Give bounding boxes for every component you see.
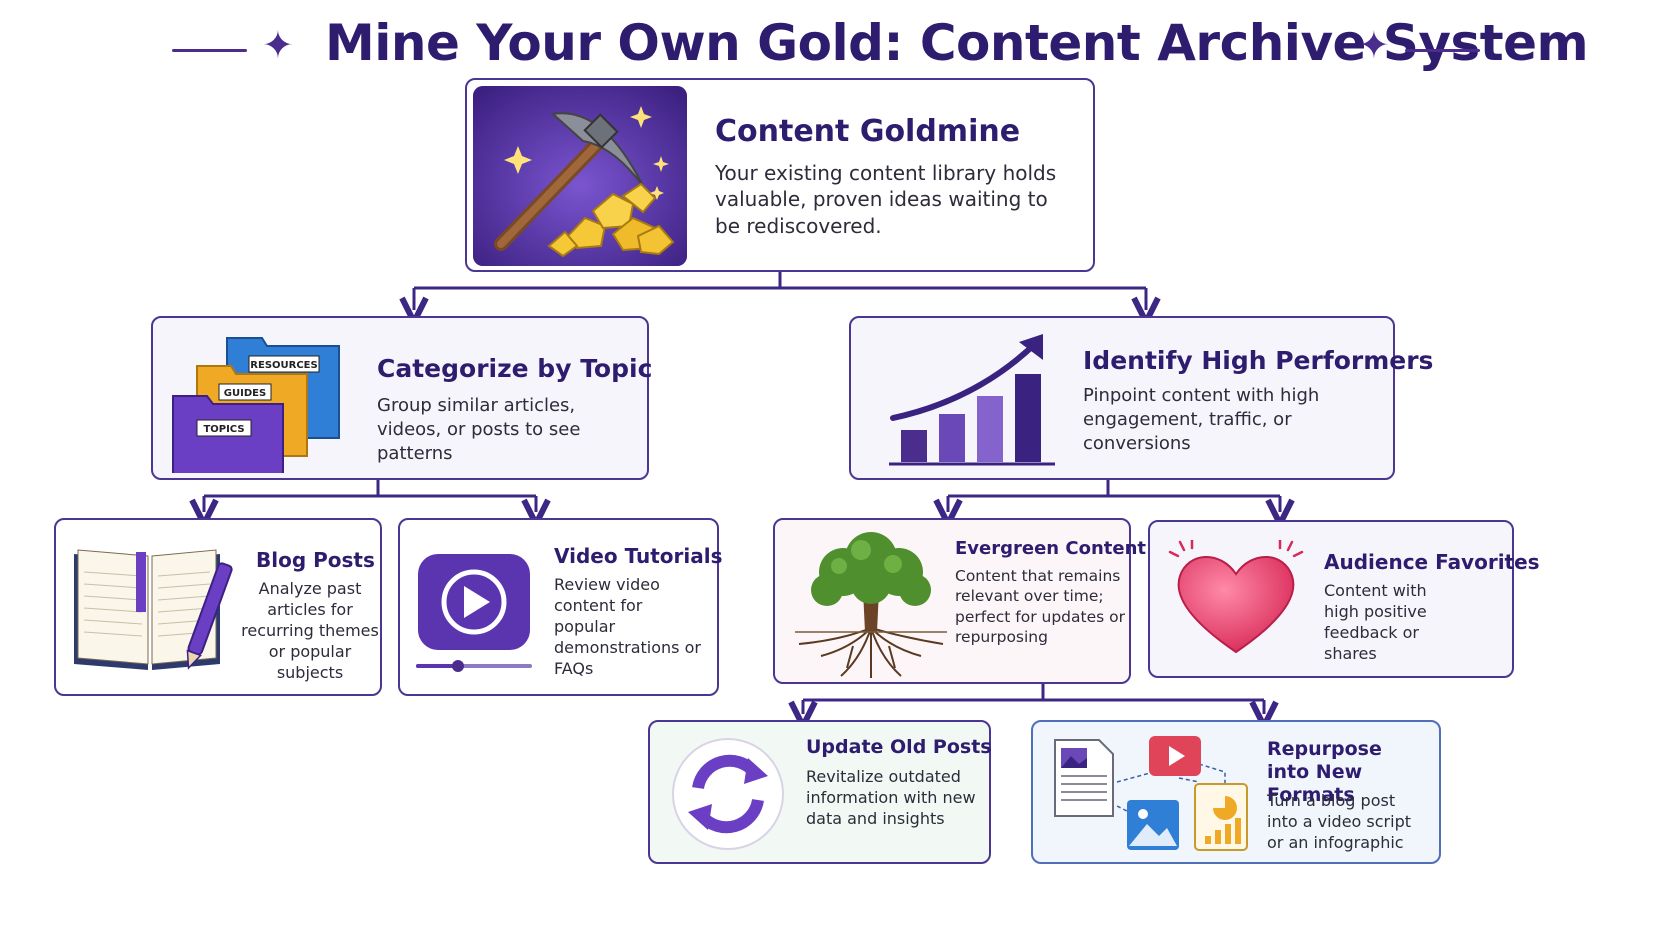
favorites-card: Audience Favorites Content with high pos…	[1148, 520, 1540, 678]
title-left-line	[172, 49, 247, 52]
evergreen-title: Evergreen Content	[955, 538, 1146, 559]
page-title: Mine Your Own Gold: Content Archive Syst…	[325, 14, 1589, 72]
folders-icon: RESOURCES GUIDES TOPICS	[167, 328, 347, 477]
categorize-description: Group similar articles, videos, or posts…	[377, 395, 581, 464]
refresh-icon	[670, 736, 786, 852]
notebook-pen-icon	[70, 542, 235, 672]
blog-card: Blog Posts Analyze past articles for rec…	[54, 518, 382, 696]
formats-icon	[1049, 732, 1249, 860]
folder-label-topics: TOPICS	[203, 424, 244, 435]
root-card: Content Goldmine Your existing content l…	[465, 78, 1095, 272]
tree-icon	[791, 528, 951, 680]
categorize-title: Categorize by Topic	[377, 354, 653, 383]
blog-description: Analyze past articles for recurring them…	[241, 579, 379, 683]
sparkle-left-icon: ✦	[262, 23, 294, 67]
repurpose-description: Turn a blog post into a video script or …	[1267, 791, 1411, 853]
favorites-description: Content with high positive feedback or s…	[1324, 581, 1427, 664]
repurpose-title: Repurpose into New Formats	[1267, 738, 1382, 807]
root-title: Content Goldmine	[715, 114, 1021, 149]
evergreen-card: Evergreen Content Content that remains r…	[773, 518, 1146, 684]
blog-title: Blog Posts	[256, 548, 375, 572]
identify-description: Pinpoint content with high engagement, t…	[1083, 385, 1320, 454]
root-description: Your existing content library holds valu…	[715, 161, 1057, 238]
pickaxe-gold-icon	[473, 86, 687, 266]
sparkle-right-icon: ✦	[1358, 23, 1390, 67]
folder-label-resources: RESOURCES	[250, 360, 317, 371]
update-title: Update Old Posts	[806, 736, 992, 758]
evergreen-description: Content that remains relevant over time;…	[955, 567, 1125, 647]
update-card: Update Old Posts Revitalize outdated inf…	[648, 720, 992, 864]
repurpose-card: Repurpose into New Formats Turn a blog p…	[1031, 720, 1441, 864]
video-title: Video Tutorials	[554, 544, 723, 568]
update-description: Revitalize outdated information with new…	[806, 767, 976, 829]
folder-label-guides: GUIDES	[224, 388, 266, 399]
title-row: ✦ Mine Your Own Gold: Content Archive Sy…	[0, 8, 1672, 78]
categorize-card: RESOURCES GUIDES TOPICS Categorize by To…	[151, 316, 653, 480]
growth-chart-icon	[887, 330, 1057, 470]
video-description: Review video content for popular demonst…	[554, 575, 701, 679]
video-card: Video Tutorials Review video content for…	[398, 518, 723, 696]
play-button-icon	[416, 550, 534, 676]
identify-title: Identify High Performers	[1083, 346, 1434, 375]
favorites-title: Audience Favorites	[1324, 550, 1540, 574]
heart-icon	[1166, 538, 1306, 660]
title-right-line	[1405, 49, 1480, 52]
identify-card: Identify High Performers Pinpoint conten…	[849, 316, 1433, 480]
